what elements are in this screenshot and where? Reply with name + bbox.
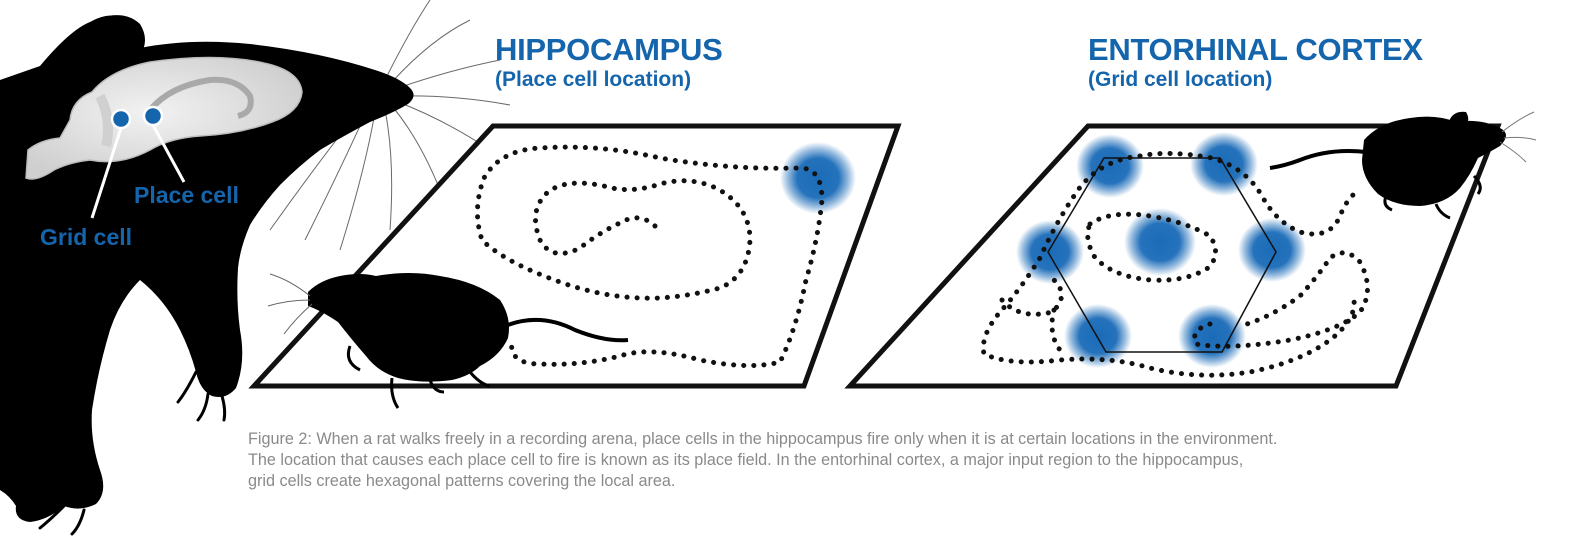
big-rat-whiskers — [269, 0, 511, 251]
figure-caption: Figure 2: When a rat walks freely in a r… — [248, 429, 1468, 492]
caption-line-2: The location that causes each place cell… — [248, 451, 1244, 469]
grid-hexagon — [1047, 157, 1277, 353]
rat-left — [267, 273, 629, 409]
place-cell-label: Place cell — [134, 182, 239, 208]
hippocampus-heading: HIPPOCAMPUS — [495, 32, 723, 67]
hippocampus-title: HIPPOCAMPUS (Place cell location) — [495, 34, 723, 90]
big-rat-ear — [80, 15, 145, 61]
grid-cell-label: Grid cell — [40, 224, 133, 250]
entorhinal-heading: ENTORHINAL CORTEX — [1088, 32, 1423, 67]
brain — [25, 56, 303, 219]
rat-right — [1269, 111, 1537, 220]
entorhinal-subtitle: (Grid cell location) — [1088, 68, 1273, 91]
place-field — [780, 142, 856, 214]
hippocampus-path — [474, 144, 825, 369]
entorhinal-path — [980, 150, 1370, 378]
entorhinal-title: ENTORHINAL CORTEX (Grid cell location) — [1088, 34, 1423, 90]
hippocampus-subtitle: (Place cell location) — [495, 68, 692, 91]
caption-line-1: Figure 2: When a rat walks freely in a r… — [248, 430, 1278, 448]
big-rat-claws — [38, 370, 227, 536]
caption-line-3: grid cells create hexagonal patterns cov… — [248, 472, 676, 490]
